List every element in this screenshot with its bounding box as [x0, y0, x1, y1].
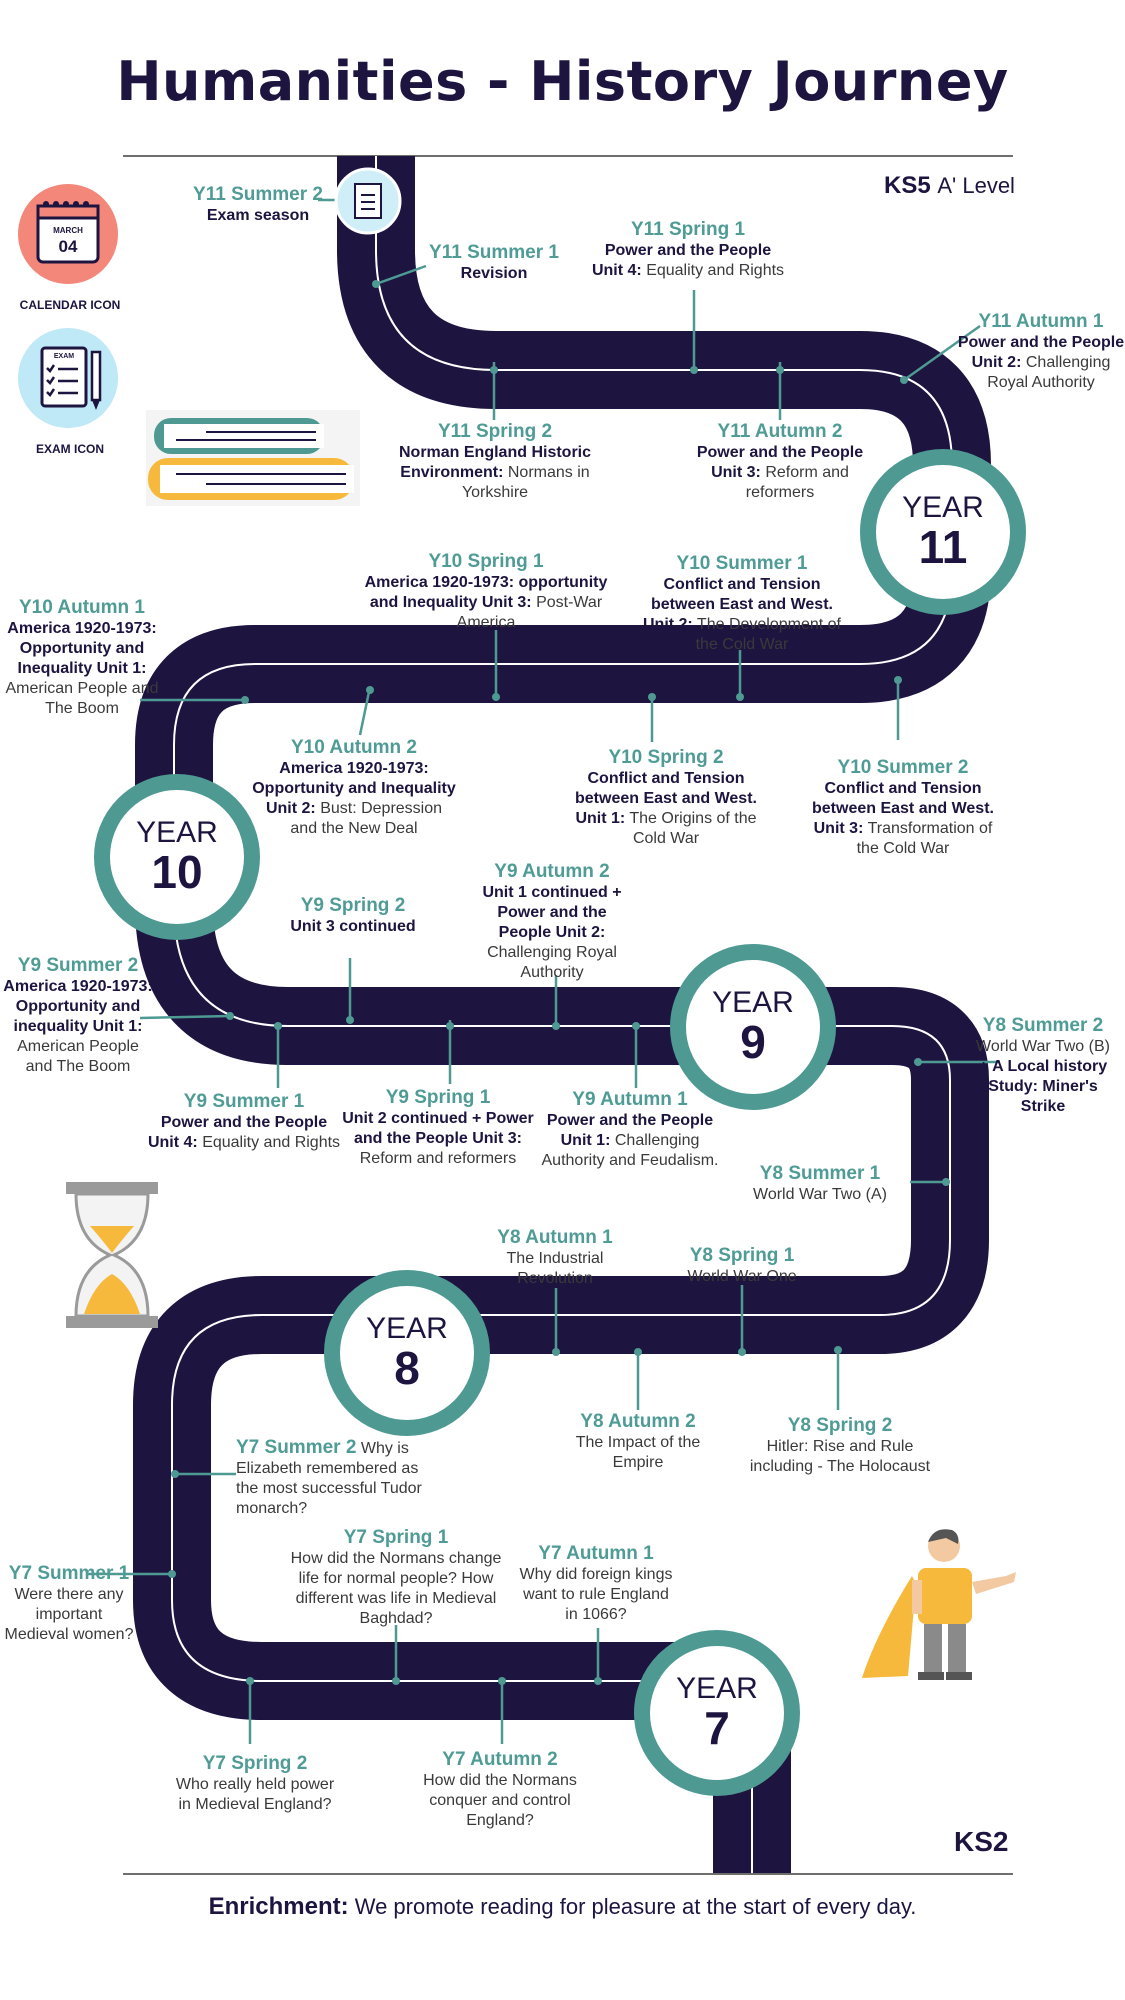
calendar-month: MARCH: [53, 226, 83, 235]
bottom-divider: [123, 1873, 1013, 1875]
historian-figure-icon: [862, 1529, 1016, 1680]
connector-dots: [168, 280, 950, 1685]
top-divider: [123, 155, 1013, 157]
calendar-icon: MARCH 04: [18, 184, 118, 284]
page-title: Humanities - History Journey: [116, 50, 1009, 113]
ks5-label: KS5 A' Level: [884, 172, 1015, 199]
exam-tag: EXAM: [54, 353, 74, 360]
exam-icon: EXAM: [18, 328, 118, 428]
term-y7-summer-2: Y7 Summer 2 Why is Elizabeth remembered …: [236, 1437, 422, 1517]
exam-icon-caption: EXAM ICON: [35, 442, 104, 456]
enrichment-note: Enrichment: We promote reading for pleas…: [208, 1893, 917, 1920]
calendar-icon-caption: CALENDAR ICON: [19, 298, 121, 312]
books-icon: [146, 410, 360, 506]
connector-lines: [88, 198, 1000, 1744]
calendar-day: 04: [59, 237, 78, 256]
road-center-line: [171, 156, 953, 1873]
hourglass-icon: [66, 1182, 158, 1328]
ks2-label: KS2: [954, 1826, 1009, 1857]
exam-badge-icon: [334, 167, 402, 235]
